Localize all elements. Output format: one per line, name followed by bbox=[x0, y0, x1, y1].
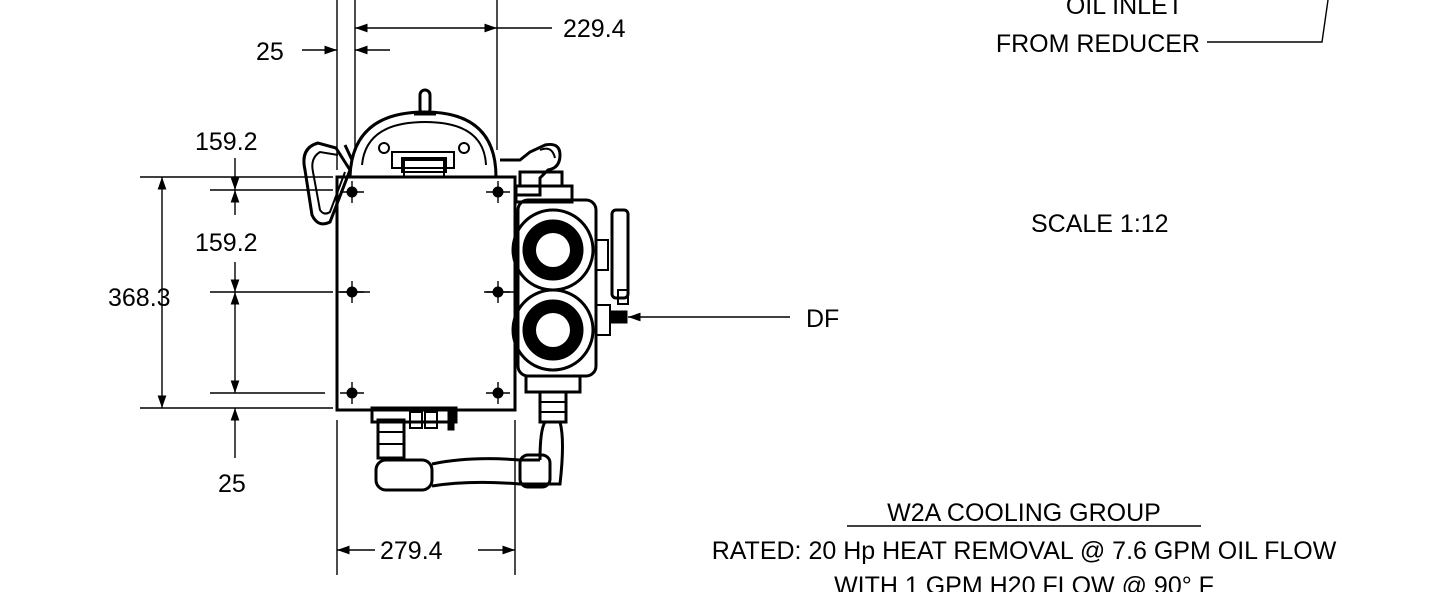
oil-inlet-label-line1: OIL INLET bbox=[1066, 0, 1183, 20]
title-block: W2A COOLING GROUP RATED: 20 Hp HEAT REMO… bbox=[712, 499, 1337, 592]
cooling-unit bbox=[302, 88, 630, 492]
dim-overall-height: 368.3 bbox=[108, 284, 171, 312]
scale-label: SCALE 1:12 bbox=[1031, 210, 1169, 238]
motor-dome bbox=[348, 88, 498, 178]
oil-inlet-label-line2: FROM REDUCER bbox=[996, 30, 1200, 58]
dim-bottom-offset: 25 bbox=[218, 470, 246, 498]
filter-housings bbox=[511, 198, 630, 424]
bottom-piping bbox=[370, 406, 564, 492]
annotations: OIL INLET FROM REDUCER SCALE 1:12 DF bbox=[806, 0, 1200, 333]
mounting-holes bbox=[340, 181, 510, 404]
title-block-title: W2A COOLING GROUP bbox=[887, 499, 1161, 527]
top-right-fitting bbox=[500, 143, 574, 204]
dim-bottom-width: 279.4 bbox=[380, 537, 443, 565]
dim-upper-spacing: 159.2 bbox=[195, 128, 258, 156]
title-block-water-flow: WITH 1 GPM H20 FLOW @ 90° F bbox=[834, 572, 1214, 592]
dim-top-width: 229.4 bbox=[563, 15, 626, 43]
dim-middle-spacing: 159.2 bbox=[195, 229, 258, 257]
title-block-rating: RATED: 20 Hp HEAT REMOVAL @ 7.6 GPM OIL … bbox=[712, 537, 1337, 565]
dimension-lines bbox=[140, 0, 1329, 575]
dim-left-offset-top: 25 bbox=[256, 38, 284, 66]
left-handle bbox=[302, 141, 354, 226]
df-label: DF bbox=[806, 305, 839, 333]
dimension-labels: 229.4 25 159.2 159.2 368.3 25 279.4 bbox=[108, 15, 626, 565]
